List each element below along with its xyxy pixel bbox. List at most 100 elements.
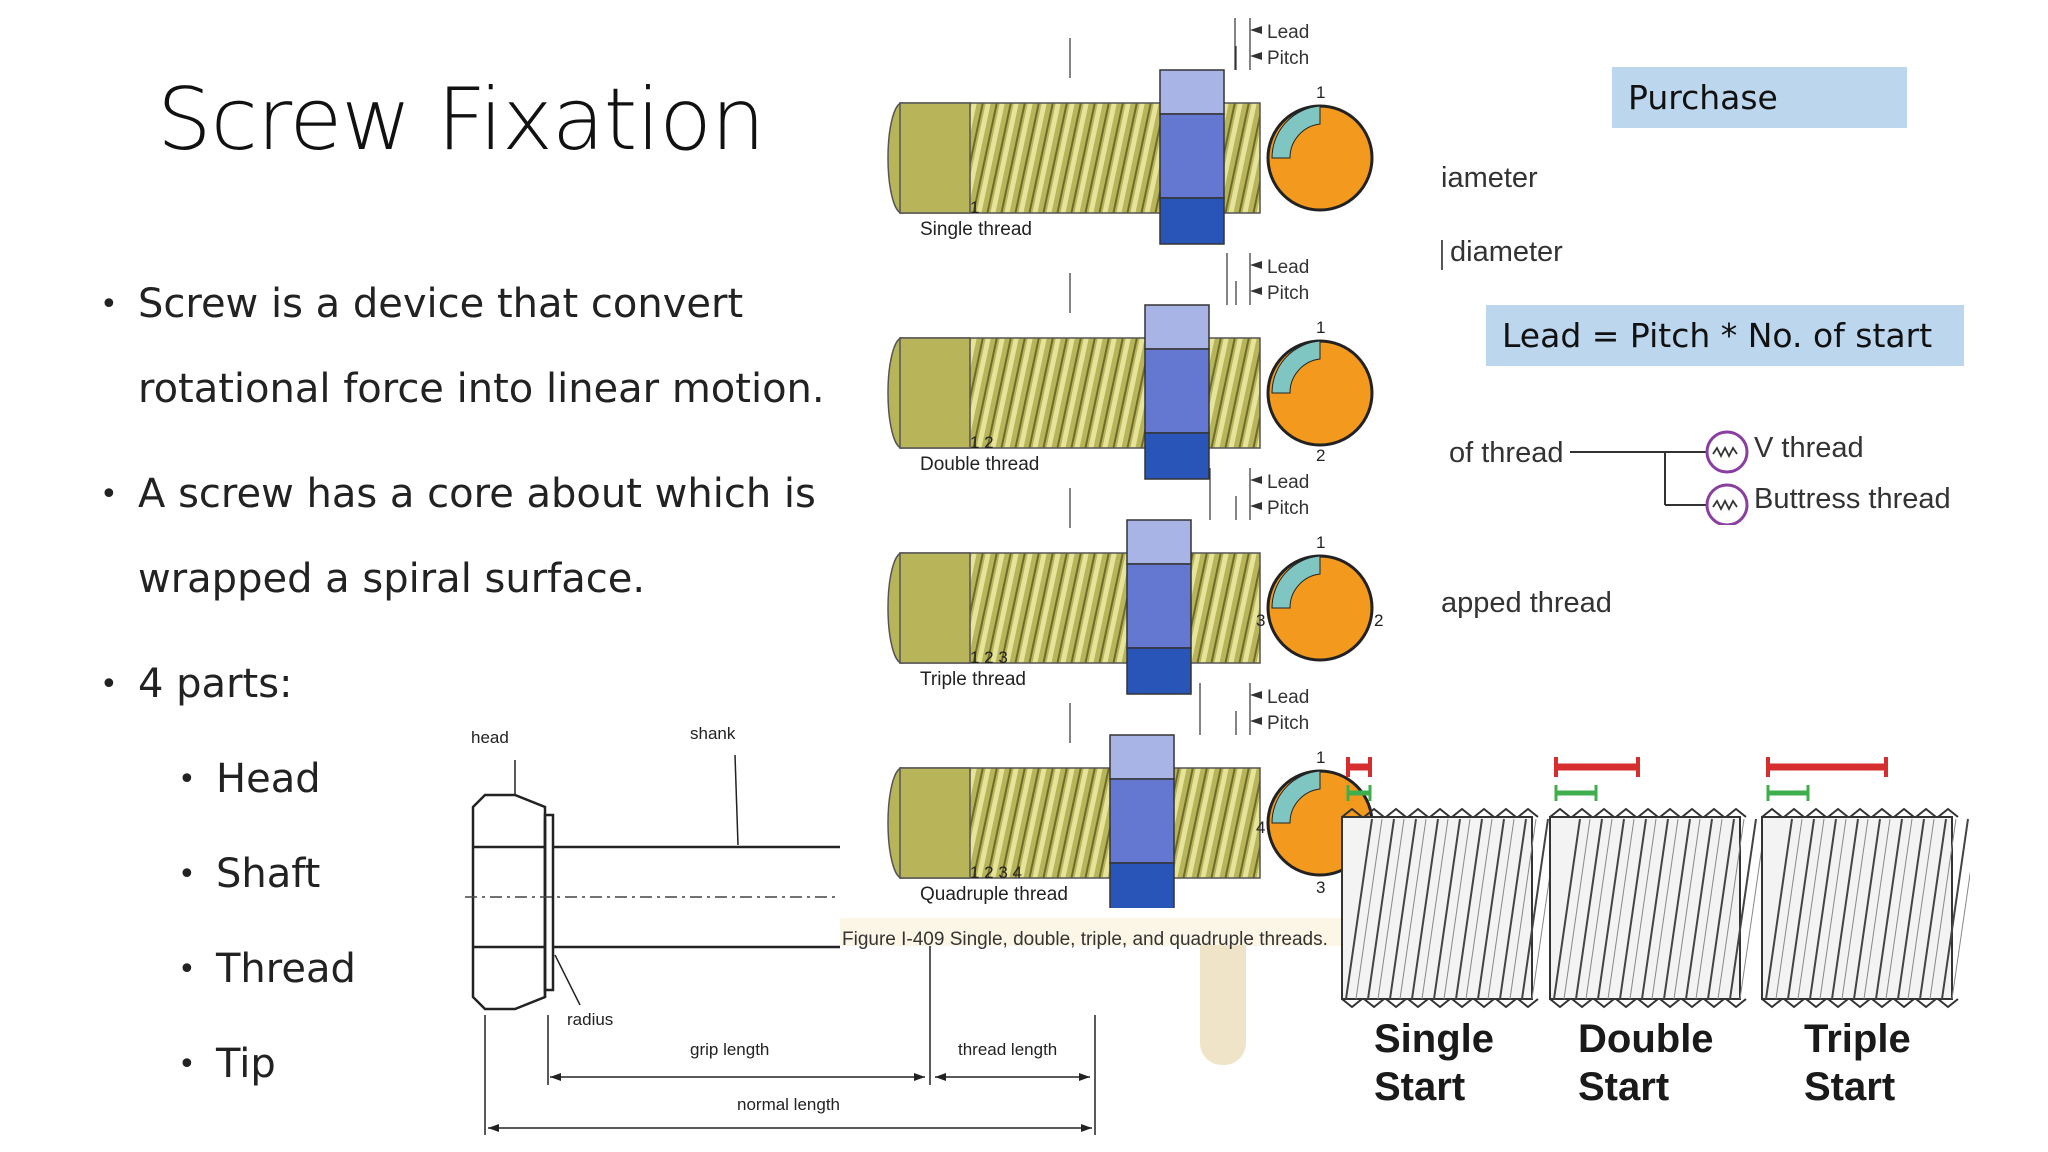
- pitch-label: Pitch: [1267, 498, 1309, 519]
- cream-tab-decoration: [1200, 945, 1246, 1065]
- slide-title: Screw Fixation: [157, 70, 765, 170]
- thread-start-groove: [1271, 770, 1321, 824]
- lead-pitch-markers: [1069, 18, 1262, 78]
- fragment-diameter-2: diameter: [1450, 236, 1563, 268]
- start-number: 1: [1316, 318, 1325, 337]
- triple-start-label: Triple Start: [1804, 1017, 1911, 1109]
- svg-text:Figure I-409 Single, double,: Figure I-409 Single, double, triple, and…: [842, 929, 1328, 950]
- normal-length-label: normal length: [737, 1095, 840, 1114]
- start-number: 2: [1316, 446, 1325, 465]
- bullet-text: wrapped a spiral surface.: [138, 556, 646, 602]
- thread-start-groove: [1271, 105, 1321, 159]
- thread-row-name: Single thread: [920, 219, 1032, 240]
- nut-middle-face: [1159, 113, 1225, 199]
- grip-length-label: grip length: [690, 1040, 769, 1059]
- thread-start-numbers: 1: [970, 198, 979, 217]
- nut-top-face: [1126, 519, 1192, 565]
- start-number: 3: [1316, 878, 1325, 897]
- bullet-dot: •: [100, 667, 118, 702]
- bullet-dot: •: [100, 287, 118, 322]
- lead-formula-box: Lead = Pitch * No. of start: [1486, 305, 1964, 366]
- nut-middle-face: [1126, 563, 1192, 649]
- bullet-text: 4 parts:: [138, 661, 293, 707]
- bullet-dot: •: [178, 762, 196, 797]
- lead-pitch-markers: [1069, 253, 1262, 313]
- figure-caption: Figure I-409 Single, double, triple, and…: [842, 929, 1328, 950]
- bolt-dimension-diagram: head shank radius grip length thread len…: [465, 724, 1096, 1135]
- thread-start-numbers: 1 2 3 4: [970, 863, 1022, 882]
- bullet-text: Screw is a device that convert: [138, 281, 744, 327]
- thread-start-numbers: 1 2: [970, 433, 994, 452]
- pitch-label: Pitch: [1267, 48, 1309, 69]
- fragment-tapped-thread: apped thread: [1441, 587, 1612, 619]
- nut-bottom-face: [1159, 197, 1225, 245]
- fragment-v-thread: V thread: [1754, 432, 1864, 464]
- thread-start-numbers: 1 2 3: [970, 648, 1008, 667]
- thread-start-groove: [1271, 555, 1321, 609]
- fragment-buttress-thread: Buttress thread: [1754, 483, 1951, 515]
- shank-label: shank: [690, 724, 736, 743]
- nut-middle-face: [1109, 778, 1175, 864]
- rod-plain-section: [899, 767, 971, 879]
- nut-top-face: [1109, 734, 1175, 780]
- fragment-diameter-1: iameter: [1441, 162, 1538, 194]
- pitch-label: Pitch: [1267, 713, 1309, 734]
- bullet-dot: •: [178, 952, 196, 987]
- bullet-text: A screw has a core about which is: [138, 471, 816, 517]
- bullet-dot: •: [178, 857, 196, 892]
- fragment-of-thread: of thread: [1449, 437, 1564, 469]
- nut-bottom-face: [1144, 432, 1210, 480]
- lead-label: Lead: [1267, 257, 1309, 278]
- bullet-dot: •: [100, 477, 118, 512]
- radius-label: radius: [567, 1010, 613, 1029]
- rod-plain-section: [899, 337, 971, 449]
- nut-top-face: [1144, 304, 1210, 350]
- nut-bottom-face: [1109, 862, 1175, 908]
- start-number: 3: [1256, 611, 1265, 630]
- start-number: 1: [1316, 83, 1325, 102]
- thread-length-label: thread length: [958, 1040, 1057, 1059]
- rod-plain-section: [899, 552, 971, 664]
- double-start-label: Double Start: [1578, 1017, 1714, 1109]
- buttress-thread-icon: [1705, 483, 1749, 525]
- lead-pitch-markers: [1069, 468, 1262, 528]
- thread-type-tree: [1570, 430, 1749, 525]
- lead-label: Lead: [1267, 22, 1309, 43]
- sub-bullet-text: Shaft: [216, 851, 321, 897]
- start-coil: [1549, 757, 1767, 1009]
- start-coil: [1341, 757, 1559, 1009]
- head-label: head: [471, 728, 509, 747]
- start-coil: [1761, 757, 1970, 1009]
- lead-label: Lead: [1267, 472, 1309, 493]
- start-number: 2: [1374, 611, 1383, 630]
- sub-bullet-text: Tip: [216, 1041, 276, 1087]
- thread-row-name: Quadruple thread: [920, 884, 1068, 905]
- fragment-divider: [1441, 240, 1443, 270]
- bullet-dot: •: [178, 1047, 196, 1082]
- lead-pitch-markers: [1069, 683, 1262, 743]
- single-double-triple-starts-figure: [1341, 757, 1970, 1009]
- bullet-text: rotational force into linear motion.: [138, 366, 825, 412]
- rod-plain-section: [899, 102, 971, 214]
- purchase-box: Purchase: [1612, 67, 1907, 128]
- figure-caption-strip: [840, 918, 1440, 946]
- thread-row-name: Double thread: [920, 454, 1039, 475]
- sub-bullet-text: Thread: [216, 946, 356, 992]
- thread-row-name: Triple thread: [920, 669, 1026, 690]
- start-number: 1: [1316, 533, 1325, 552]
- single-start-label: Single Start: [1374, 1017, 1495, 1109]
- nut-bottom-face: [1126, 647, 1192, 695]
- start-number: 1: [1316, 748, 1325, 767]
- lead-label: Lead: [1267, 687, 1309, 708]
- sub-bullet-text: Head: [216, 756, 321, 802]
- nut-top-face: [1159, 69, 1225, 115]
- nut-middle-face: [1144, 348, 1210, 434]
- v-thread-icon: [1705, 430, 1749, 474]
- pitch-label: Pitch: [1267, 283, 1309, 304]
- start-number: 4: [1256, 818, 1265, 837]
